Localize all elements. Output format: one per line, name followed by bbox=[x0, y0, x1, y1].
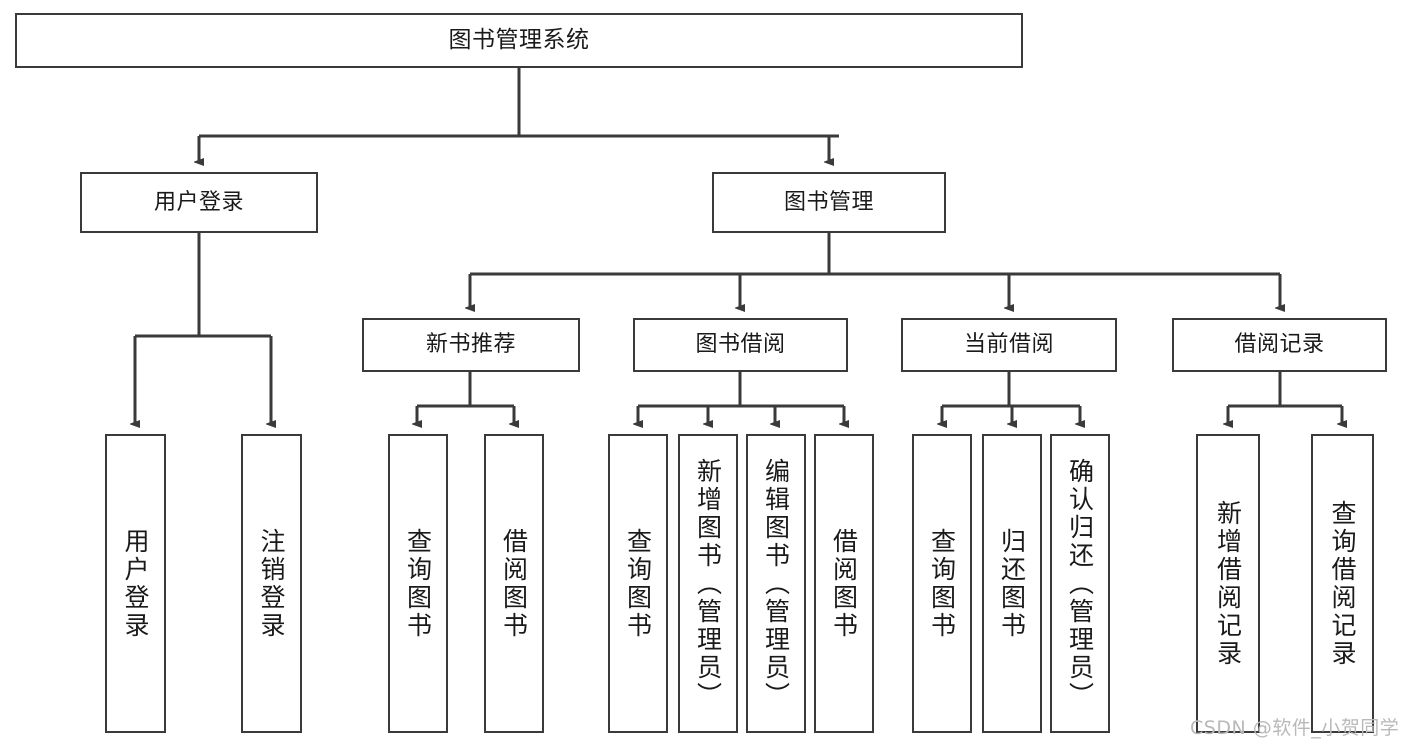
node-leaf-return-book[interactable]: 归还图书 bbox=[982, 434, 1042, 733]
node-label: 图书管理 bbox=[783, 189, 874, 215]
node-user-login[interactable]: 用户登录 bbox=[80, 172, 318, 233]
node-label: 借阅图书 bbox=[829, 527, 859, 640]
node-book-manage[interactable]: 图书管理 bbox=[712, 172, 946, 233]
node-label: 新书推荐 bbox=[425, 332, 516, 358]
node-book-borrow[interactable]: 图书借阅 bbox=[633, 318, 848, 372]
node-label: 借阅图书 bbox=[499, 527, 529, 640]
node-leaf-borrow-book-2[interactable]: 借阅图书 bbox=[814, 434, 874, 733]
node-current-borrow[interactable]: 当前借阅 bbox=[901, 318, 1117, 372]
node-borrow-record[interactable]: 借阅记录 bbox=[1172, 318, 1387, 372]
node-label: 用户登录 bbox=[153, 189, 244, 215]
node-label: 查询图书 bbox=[403, 527, 433, 640]
node-leaf-query-book-1[interactable]: 查询图书 bbox=[388, 434, 448, 733]
node-leaf-edit-book[interactable]: 编辑图书（管理员） bbox=[746, 434, 806, 733]
node-label: 归还图书 bbox=[997, 527, 1027, 640]
node-leaf-user-logout[interactable]: 注销登录 bbox=[241, 434, 302, 733]
node-leaf-confirm-return[interactable]: 确认归还（管理员） bbox=[1050, 434, 1110, 733]
node-label: 编辑图书（管理员） bbox=[761, 457, 791, 710]
node-leaf-borrow-book-1[interactable]: 借阅图书 bbox=[484, 434, 544, 733]
node-leaf-user-login[interactable]: 用户登录 bbox=[105, 434, 166, 733]
node-root-system[interactable]: 图书管理系统 bbox=[15, 13, 1023, 68]
node-label: 确认归还（管理员） bbox=[1065, 457, 1095, 710]
node-label: 注销登录 bbox=[257, 527, 286, 640]
node-label: 查询借阅记录 bbox=[1328, 499, 1357, 668]
node-label: 当前借阅 bbox=[963, 332, 1054, 358]
node-leaf-add-record[interactable]: 新增借阅记录 bbox=[1196, 434, 1260, 733]
node-label: 查询图书 bbox=[927, 527, 957, 640]
node-leaf-query-record[interactable]: 查询借阅记录 bbox=[1311, 434, 1374, 733]
node-new-book-rec[interactable]: 新书推荐 bbox=[362, 318, 580, 372]
node-label: 查询图书 bbox=[623, 527, 653, 640]
watermark-text: CSDN @软件_小贺同学 bbox=[1190, 717, 1400, 739]
node-label: 图书借阅 bbox=[695, 332, 786, 358]
node-label: 新增借阅记录 bbox=[1213, 499, 1243, 668]
node-leaf-query-book-2[interactable]: 查询图书 bbox=[608, 434, 668, 733]
node-leaf-add-book[interactable]: 新增图书（管理员） bbox=[678, 434, 738, 733]
node-leaf-query-book-3[interactable]: 查询图书 bbox=[912, 434, 972, 733]
node-label: 用户登录 bbox=[121, 527, 150, 640]
node-label: 借阅记录 bbox=[1234, 332, 1325, 358]
node-label: 新增图书（管理员） bbox=[693, 457, 723, 710]
node-label: 图书管理系统 bbox=[448, 27, 590, 54]
